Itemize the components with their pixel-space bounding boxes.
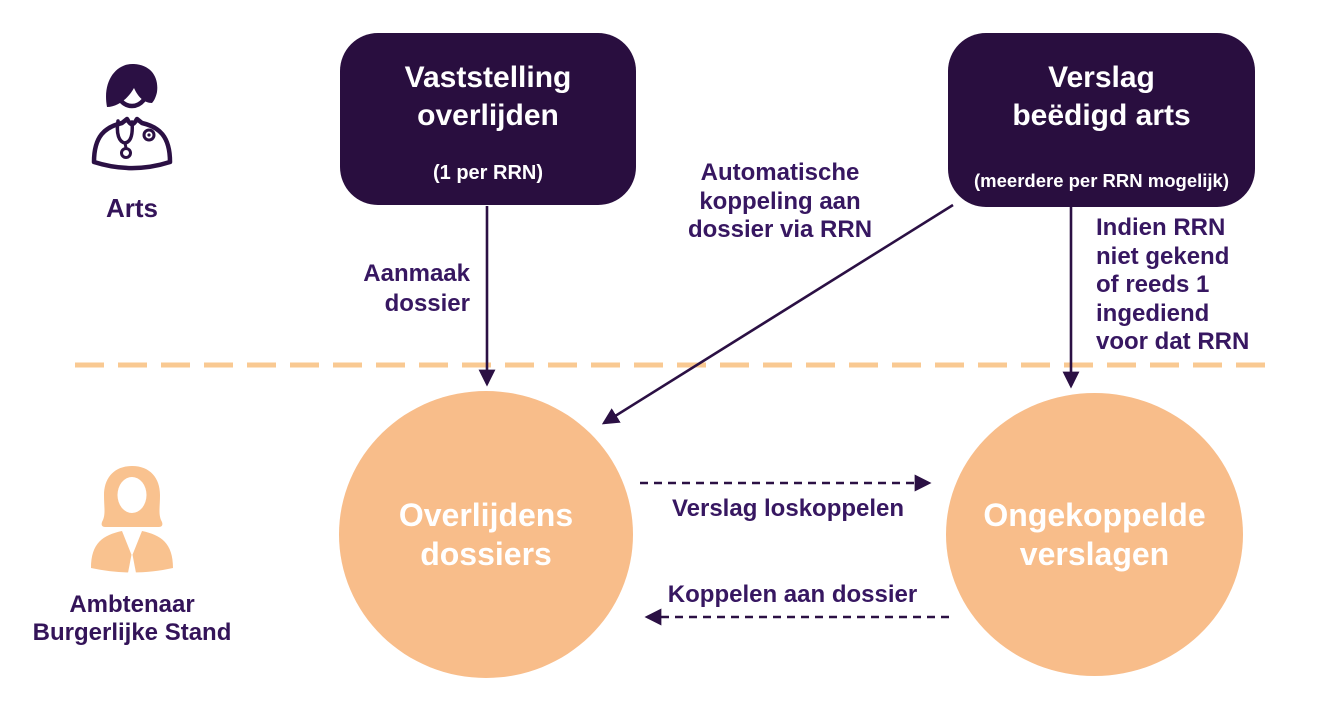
node-ongekoppelde-verslagen: Ongekoppelde verslagen	[946, 393, 1243, 676]
edge-label-indien-line3: of reeds 1	[1096, 271, 1210, 298]
node-vaststelling-subtitle: (1 per RRN)	[432, 162, 543, 184]
edge-label-indien-line2: niet gekend	[1096, 242, 1230, 270]
node-dossiers-line2: dossiers	[420, 535, 552, 572]
edge-label-automatisch-line3: dossier via RRN	[687, 216, 873, 243]
edge-label-automatische-koppeling: Automatische koppeling aan dossier via R…	[670, 159, 890, 245]
node-dossiers-line1: Overlijdens	[398, 496, 574, 533]
woman-icon	[87, 464, 177, 581]
actor-ambtenaar-label-line2: Burgerlijke Stand	[32, 619, 232, 646]
edge-label-automatisch-line1: Automatische	[700, 159, 860, 186]
actor-ambtenaar-label: Ambtenaar Burgerlijke Stand	[20, 591, 244, 647]
actor-ambtenaar: Ambtenaar Burgerlijke Stand	[20, 464, 244, 647]
node-verslagen-line2: verslagen	[1019, 535, 1170, 572]
edge-label-aanmaak-line1: Aanmaak	[363, 260, 470, 287]
node-vaststelling-title-line2: overlijden	[417, 99, 559, 132]
edge-label-indien-line1: Indien RRN	[1096, 214, 1226, 241]
node-verslag-title: Verslag beëdigd arts	[1012, 59, 1190, 135]
node-verslag-beedigd-arts: Verslag beëdigd arts (meerdere per RRN m…	[948, 33, 1255, 207]
node-verslagen-line1: Ongekoppelde	[983, 496, 1206, 533]
actor-ambtenaar-label-line1: Ambtenaar	[69, 591, 195, 618]
edge-label-koppelen-aan-dossier: Koppelen aan dossier	[667, 581, 918, 608]
actor-arts: Arts	[40, 58, 224, 224]
node-vaststelling-overlijden: Vaststelling overlijden (1 per RRN)	[340, 33, 636, 205]
node-verslag-title-line1: Verslag	[1048, 61, 1155, 94]
edge-label-indien-line5: voor dat RRN	[1096, 328, 1250, 355]
edge-label-automatisch-line2: koppeling aan	[699, 187, 861, 215]
doctor-icon	[86, 58, 178, 187]
edge-label-indien-rrn: Indien RRN niet gekend of reeds 1 ingedi…	[1096, 214, 1286, 357]
actor-arts-label: Arts	[105, 193, 158, 223]
node-vaststelling-title-line1: Vaststelling	[404, 61, 572, 94]
edge-label-indien-line4: ingediend	[1096, 299, 1210, 327]
node-verslag-subtitle: (meerdere per RRN mogelijk)	[974, 170, 1229, 191]
node-vaststelling-title: Vaststelling overlijden	[405, 59, 572, 135]
edge-label-verslag-loskoppelen: Verslag loskoppelen	[671, 495, 905, 522]
edge-label-aanmaak-dossier: Aanmaak dossier	[290, 259, 470, 318]
node-overlijdens-dossiers: Overlijdens dossiers	[339, 391, 633, 678]
node-verslag-title-line2: beëdigd arts	[1012, 99, 1191, 132]
edge-label-aanmaak-line2: dossier	[384, 289, 470, 317]
